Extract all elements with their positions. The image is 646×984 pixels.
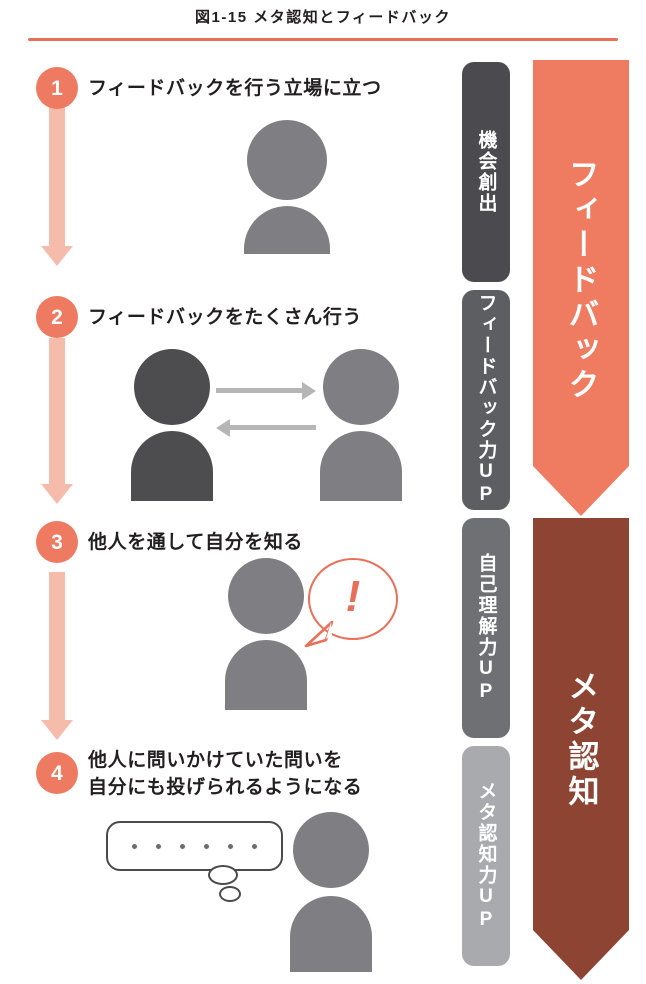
step-title-1: フィードバックを行う立場に立つ [88,78,382,99]
thought-bubble-dots [106,821,283,871]
step-badge-4: 4 [36,752,78,794]
step-badge-1: 1 [36,67,78,109]
outcome-bar-label: メタ認知力UP [475,780,497,932]
banner-stem [533,60,629,466]
exchange-arrow-right-icon [216,382,316,400]
person-icon-step2-right [320,349,402,501]
banner-arrow-metacognition: メタ認知 [533,518,629,980]
person-head [323,349,399,425]
arrow-tip [216,419,230,437]
person-body [225,640,307,710]
outcome-bar-opportunity: 機会創出 [462,62,510,282]
exchange-arrow-left-icon [216,419,316,437]
banner-label-wrap: メタ認知 [533,670,629,810]
person-body [131,431,213,501]
step-title-4: 他人に問いかけていた問いを 自分にも投げられるようになる [88,750,363,798]
step-number-2: 2 [51,305,63,329]
speech-bubble-outline [308,558,398,640]
step-badge-2: 2 [36,296,78,338]
flow-connector-arrowhead-1-2 [41,246,73,266]
step-number-1: 1 [51,76,63,100]
flow-connector-1-2 [49,98,65,246]
outcome-bar-label: 自己理解力UP [475,552,497,704]
outcome-bar-metacognition-skill: メタ認知力UP [462,746,510,966]
step-title-2: フィードバックをたくさん行う [88,307,363,328]
speech-bubble-tail-icon [304,620,334,648]
arrow-shaft [216,388,303,393]
person-icon-step1 [244,120,330,254]
banner-label-wrap: フィードバック [533,158,629,403]
flow-connector-3-4 [49,572,65,720]
step-number-4: 4 [51,761,63,785]
step-title-3: 他人を通して自分を知る [88,532,304,553]
flow-connector-2-3 [49,338,65,484]
person-icon-step4 [290,812,372,972]
banner-arrow-feedback: フィードバック [533,60,629,516]
person-body [290,896,372,972]
person-icon-step3 [225,558,307,710]
banner-label: フィードバック [563,158,599,403]
outcome-bar-label: フィードバック力UP [475,293,497,507]
person-icon-step2-left [131,349,213,501]
thought-dot [180,843,185,849]
step-badge-3: 3 [36,521,78,563]
banner-arrowhead [533,466,629,516]
thought-dot [204,843,209,849]
flow-connector-arrowhead-2-3 [41,484,73,504]
arrow-tip [302,382,316,400]
thought-bubble [106,821,283,871]
page-title: 図1-15 メタ認知とフィードバック [195,9,451,26]
flow-connector-arrowhead-3-4 [41,720,73,740]
person-head [293,812,369,888]
step-number-3: 3 [51,530,63,554]
outcome-bar-feedback-skill: フィードバック力UP [462,290,510,510]
thought-dot [156,843,161,849]
exclamation-mark: ! [345,572,361,621]
person-head [247,120,327,200]
thought-dot [132,843,137,849]
thought-dot [228,843,233,849]
person-body [244,206,330,254]
banner-arrowhead [533,930,629,980]
outcome-bar-label: 機会創出 [475,130,497,214]
banner-label: メタ認知 [563,670,599,810]
banner-stem [533,518,629,930]
thought-bubble-tail-large [208,865,238,885]
outcome-bar-self-understanding: 自己理解力UP [462,518,510,738]
person-head [228,558,304,634]
title-divider [28,38,618,41]
person-body [320,431,402,501]
arrow-shaft [229,425,316,430]
exclamation-speech-bubble: ! [304,558,398,648]
thought-bubble-tail-small [219,886,241,902]
person-head [134,349,210,425]
thought-dot [252,843,257,849]
